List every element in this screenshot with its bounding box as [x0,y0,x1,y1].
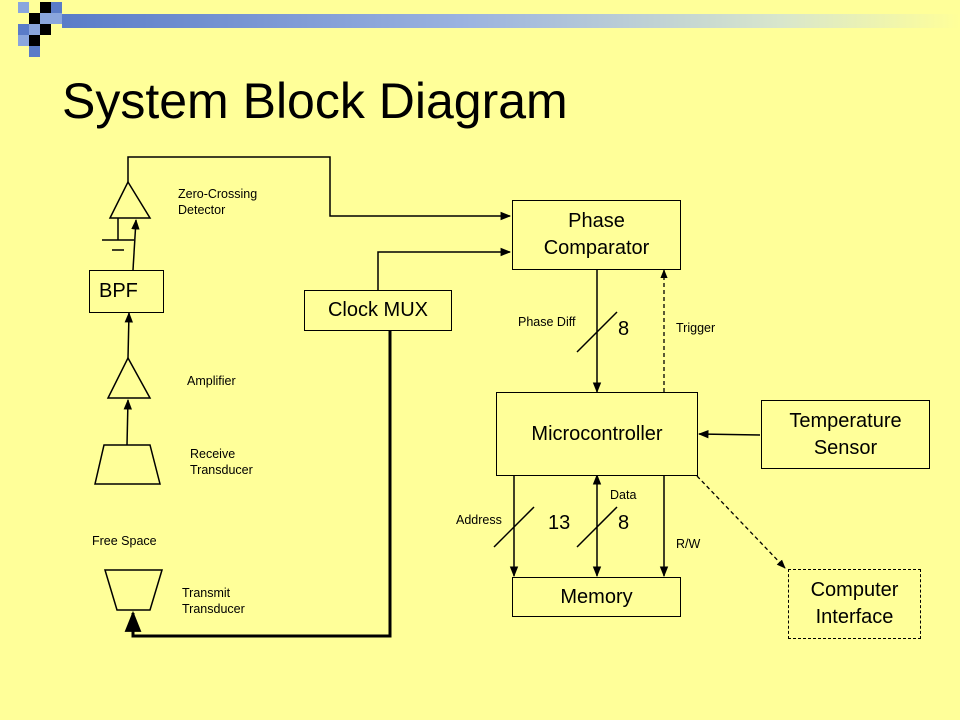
decoration-square-icon [29,13,40,24]
address-bus-width: 13 [548,512,571,534]
slide-title: System Block Diagram [62,73,568,129]
decoration-square-icon [18,24,29,35]
transmit-transducer-symbol [103,569,164,611]
clock-mux-block: Clock MUX [304,290,452,331]
data-bus-width: 8 [618,512,630,534]
temperature-sensor-block: Temperature Sensor [761,400,930,469]
phase-comparator-block: Phase Comparator [512,200,681,270]
receive-transducer-symbol [94,444,161,485]
decoration-square-icon [18,35,29,46]
decoration-square-icon [18,2,29,13]
wire-clock-mux-to-transmit-transducer [124,330,392,638]
amplifier-symbol [106,356,152,399]
decoration-square-icon [40,24,51,35]
microcontroller-block: Microcontroller [496,392,698,476]
rw-label: R/W [676,537,701,551]
wire-zcd-to-phase-comparator [127,156,512,221]
zero-crossing-detector-label: Zero-Crossing Detector [178,187,258,218]
zero-crossing-detector-symbol [108,180,152,219]
wire-to-computer-interface [696,475,786,569]
decoration-square-icon [29,35,40,46]
decoration-square-icon [29,24,40,35]
bus-slash-data [576,506,618,548]
bpf-block: BPF [89,270,164,313]
phase-diff-bus-width: 8 [618,318,630,340]
decoration-square-icon [40,2,51,13]
trigger-label: Trigger [676,321,716,335]
data-label: Data [610,488,637,502]
ground-icon [102,218,134,251]
free-space-label: Free Space [92,534,157,548]
wire-amplifier-to-bpf [124,311,133,359]
phase-diff-label: Phase Diff [518,315,576,329]
address-label: Address [456,513,502,527]
decoration-square-icon [51,13,62,24]
wire-receive-to-amplifier [123,398,132,446]
bus-slash-phase-diff [576,311,618,353]
bus-slash-address [493,506,535,548]
receive-transducer-label: Receive Transducer [190,447,253,478]
decoration-square-icon [51,2,62,13]
wire-temperature-to-microcontroller [697,429,761,439]
amplifier-label: Amplifier [187,374,236,388]
decoration-square-icon [29,46,40,57]
wire-clock-mux-to-phase-comparator [377,247,512,290]
decoration-square-icon [40,13,51,24]
transmit-transducer-label: Transmit Transducer [182,586,245,617]
wire-bpf-to-zcd [131,218,140,271]
title-decoration-bar [62,14,960,28]
computer-interface-block: Computer Interface [788,569,921,639]
memory-block: Memory [512,577,681,617]
